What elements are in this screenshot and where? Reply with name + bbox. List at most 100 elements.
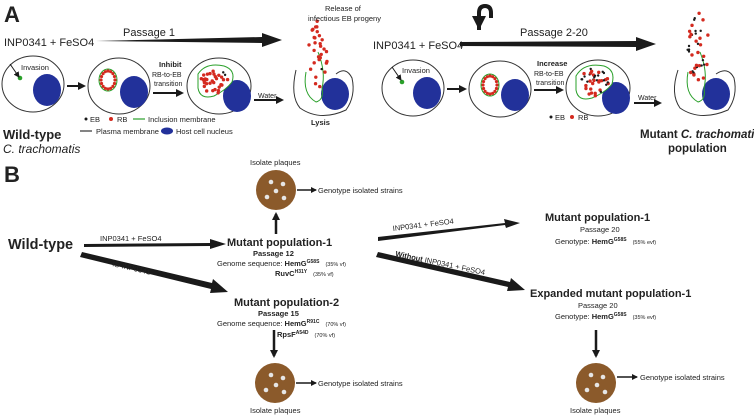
- host-cell-invasion-1: [1, 55, 65, 113]
- mp1-genome-line-2: RuvCH31Y(35% vf): [275, 269, 334, 278]
- rb-particle: [99, 81, 104, 86]
- arrow-to-right-mp1: [378, 219, 520, 241]
- release-line-1: Release of: [325, 4, 362, 13]
- eb-particle: [605, 83, 608, 86]
- rb-particle: [106, 69, 110, 73]
- rb-particle: [588, 79, 592, 83]
- repeat-loop-head: [472, 16, 486, 30]
- expanded-title: Expanded mutant population-1: [530, 288, 691, 300]
- arrow-to-expanded: [376, 252, 525, 291]
- rb-particle: [219, 82, 223, 87]
- mp2-title: Mutant population-2: [234, 297, 339, 309]
- rb-particle: [317, 33, 322, 38]
- rb-particle: [582, 71, 586, 76]
- inhibit-label: Inhibit: [159, 60, 182, 69]
- eb-particle: [320, 67, 323, 71]
- host-cell-rb-stage: [87, 57, 151, 115]
- eb-particle: [596, 74, 600, 77]
- legend-nucleus: Host cell nucleus: [176, 127, 233, 136]
- rb-particle: [318, 84, 322, 89]
- eb-particle: [700, 64, 703, 67]
- eb-particle: [580, 78, 584, 81]
- eb-particle: [222, 71, 225, 74]
- rb-particle: [322, 47, 326, 51]
- rb-particle: [488, 74, 492, 78]
- rb-particle: [208, 71, 212, 76]
- rb-particle: [318, 56, 322, 60]
- rb-particle: [111, 72, 115, 76]
- rb-particle: [312, 48, 316, 53]
- water-label-1: Water: [258, 93, 277, 100]
- lysis-label: Lysis: [311, 118, 330, 127]
- rb-particle: [109, 70, 113, 74]
- legend2-rb-dot: [570, 115, 574, 119]
- rb-particle: [589, 91, 594, 95]
- panel-a-label: A: [4, 2, 20, 27]
- rb-particle: [213, 87, 217, 92]
- rb-particle: [690, 53, 694, 57]
- rb-particle: [99, 78, 103, 82]
- rb-particle: [106, 87, 110, 91]
- rb-particle: [318, 44, 323, 48]
- rb-particle: [693, 66, 697, 70]
- rb-particle: [315, 25, 319, 29]
- release-line-2: infectious EB progeny: [308, 14, 381, 23]
- eb-particle: [583, 75, 586, 78]
- legend2-eb-dot: [549, 115, 553, 119]
- mutant-population-title: Mutant C. trachomatis: [640, 129, 754, 141]
- treat-arrow-label: INP0341 + FeSO4: [100, 234, 162, 243]
- rb-particle: [208, 81, 212, 85]
- eb-particle: [599, 90, 603, 94]
- rb-particle: [493, 77, 497, 81]
- rb-particle: [694, 39, 698, 43]
- passage-1-label: Passage 1: [123, 27, 175, 39]
- top-plaque-dish: [256, 170, 296, 210]
- eb-particle: [687, 50, 691, 53]
- rb-particle: [690, 23, 694, 28]
- inhibit-line-2: RB-to-EB: [152, 72, 182, 79]
- wild-type-label-a: Wild-type: [3, 127, 61, 142]
- rb-particle: [696, 50, 700, 55]
- rb-particle: [103, 70, 107, 74]
- eb-particle: [602, 79, 606, 82]
- rb-particle: [202, 84, 207, 89]
- passage-2-label: Passage 2-20: [520, 27, 588, 39]
- legend2-eb: EB: [555, 113, 565, 122]
- right-isolate-label: Isolate plaques: [570, 406, 621, 415]
- rb-particle: [694, 63, 699, 67]
- is-arrow-label: IS-INP0341: [112, 259, 152, 276]
- rb-particle: [99, 74, 104, 79]
- host-cell-invasion-2: [381, 59, 445, 117]
- rb-particle: [323, 70, 327, 74]
- rb-particle: [320, 38, 324, 42]
- rb-particle: [590, 81, 595, 86]
- right-genotype-label: Genotype isolated strains: [640, 373, 725, 382]
- invasion-label-2: Invasion: [402, 66, 430, 75]
- rb-particle: [488, 92, 492, 96]
- rb-particle: [101, 84, 105, 88]
- rb-particle: [689, 70, 693, 75]
- host-cell-lysis-2: [674, 11, 736, 116]
- rb-particle: [212, 72, 216, 76]
- host-cell-inclusion-full: [186, 57, 252, 115]
- treatment-label-1: INP0341 + FeSO4: [4, 37, 94, 49]
- rb-particle: [111, 84, 115, 88]
- rb-particle: [202, 79, 206, 83]
- rb-particle: [217, 85, 221, 89]
- rb-particle: [698, 43, 703, 47]
- host-cell-lysis: [293, 19, 354, 116]
- eb-particle: [589, 67, 592, 71]
- rb-particle: [692, 73, 696, 77]
- eb-particle: [586, 80, 589, 83]
- legend-eb: EB: [90, 115, 100, 124]
- rb-particle: [225, 77, 230, 82]
- passage-2-arrow: [460, 37, 656, 51]
- mutant-population-line2: population: [668, 143, 727, 155]
- rb-particle: [493, 89, 497, 93]
- rb-particle: [494, 86, 499, 91]
- rb-particle: [112, 74, 117, 79]
- rb-particle: [325, 59, 329, 64]
- arrow-to-mp2: [80, 252, 228, 293]
- mp2-passage: Passage 15: [258, 309, 299, 318]
